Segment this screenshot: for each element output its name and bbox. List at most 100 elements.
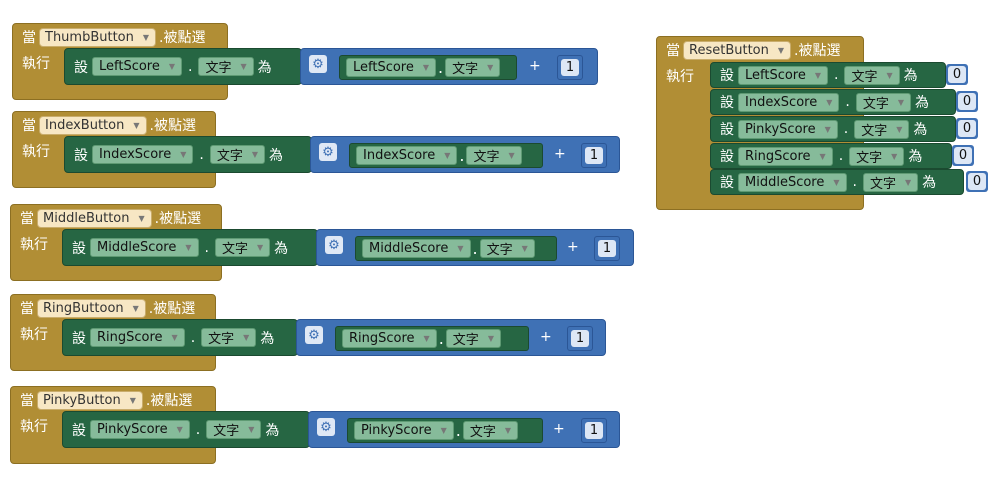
property-dropdown[interactable]: 文字▼ — [445, 329, 501, 348]
target-dropdown[interactable]: MiddleScore▼ — [738, 172, 847, 192]
set-block[interactable]: 設 IndexScore▼ . 文字▼ 為 — [710, 89, 956, 115]
target-dropdown[interactable]: PinkyScore▼ — [738, 119, 838, 139]
property-dropdown[interactable]: 文字▼ — [844, 65, 900, 85]
set-block[interactable]: 設 MiddleScore▼ . 文字▼ 為 — [62, 229, 318, 266]
get-block[interactable]: IndexScore▼ . 文字▼ — [349, 143, 543, 168]
addition-block[interactable]: ⚙ IndexScore▼ . 文字▼ + 1 — [310, 136, 620, 173]
to-label: 為 — [265, 422, 280, 439]
target-dropdown[interactable]: IndexScore▼ — [738, 92, 840, 112]
set-block[interactable]: 設 MiddleScore▼ . 文字▼ 為 — [710, 169, 964, 195]
dropdown-arrow-icon: ▼ — [129, 395, 136, 405]
number-block[interactable]: 1 — [581, 143, 607, 168]
addition-block[interactable]: ⚙ RingScore▼ . 文字▼ + 1 — [296, 319, 606, 356]
number-block[interactable]: 0 — [966, 171, 988, 192]
number-value[interactable]: 1 — [571, 330, 589, 347]
property-dropdown[interactable]: 文字▼ — [206, 420, 262, 439]
source-dropdown[interactable]: MiddleScore▼ — [362, 239, 471, 258]
number-block[interactable]: 1 — [581, 418, 607, 443]
component-name: MiddleButton — [43, 210, 130, 226]
number-value[interactable]: 0 — [968, 173, 986, 190]
gear-icon[interactable]: ⚙ — [305, 326, 323, 344]
get-block[interactable]: RingScore▼ . 文字▼ — [335, 326, 529, 351]
property-dropdown[interactable]: 文字▼ — [201, 328, 257, 347]
property-dropdown[interactable]: 文字▼ — [209, 145, 265, 164]
target-dropdown[interactable]: PinkyScore▼ — [90, 420, 190, 439]
component-dropdown[interactable]: RingButtoon▼ — [37, 298, 146, 318]
number-value[interactable]: 0 — [948, 66, 966, 83]
set-block[interactable]: 設 LeftScore▼ . 文字▼ 為 — [64, 48, 302, 85]
property-dropdown[interactable]: 文字▼ — [445, 58, 501, 77]
addition-block[interactable]: ⚙ PinkyScore▼ . 文字▼ + 1 — [308, 411, 620, 448]
number-block[interactable]: 0 — [956, 118, 978, 139]
number-value[interactable]: 0 — [958, 120, 976, 137]
event-header: 當 ThumbButton▼ .被點選 — [22, 26, 206, 48]
property-dropdown[interactable]: 文字▼ — [849, 146, 905, 166]
gear-icon[interactable]: ⚙ — [317, 418, 335, 436]
number-block[interactable]: 0 — [956, 91, 978, 112]
property-name: 文字 — [869, 176, 896, 192]
target-dropdown[interactable]: RingScore▼ — [90, 328, 185, 347]
component-dropdown[interactable]: PinkyButton▼ — [37, 390, 143, 410]
property-dropdown[interactable]: 文字▼ — [462, 421, 518, 440]
number-block[interactable]: 1 — [557, 55, 583, 80]
number-block[interactable]: 0 — [946, 64, 968, 85]
event-block-index[interactable]: 當 IndexButton▼ .被點選 執行 — [12, 111, 216, 188]
set-block[interactable]: 設 RingScore▼ . 文字▼ 為 — [710, 143, 952, 169]
get-block[interactable]: MiddleScore▼ . 文字▼ — [355, 236, 557, 261]
addition-block[interactable]: ⚙ MiddleScore▼ . 文字▼ + 1 — [316, 229, 634, 266]
number-value[interactable]: 0 — [958, 93, 976, 110]
number-block[interactable]: 0 — [952, 145, 974, 166]
component-dropdown[interactable]: ResetButton▼ — [683, 40, 792, 60]
set-block[interactable]: 設 LeftScore▼ . 文字▼ 為 — [710, 62, 946, 88]
target-name: PinkyScore — [745, 121, 816, 137]
do-label: 執行 — [666, 69, 694, 85]
number-value[interactable]: 1 — [585, 422, 603, 439]
to-label: 為 — [914, 95, 929, 111]
target-dropdown[interactable]: LeftScore▼ — [738, 65, 829, 85]
property-dropdown[interactable]: 文字▼ — [479, 239, 535, 258]
property-dropdown[interactable]: 文字▼ — [198, 57, 254, 76]
source-dropdown[interactable]: PinkyScore▼ — [354, 421, 454, 440]
source-dropdown[interactable]: RingScore▼ — [342, 329, 437, 348]
target-dropdown[interactable]: LeftScore▼ — [92, 57, 183, 76]
dot-label: . — [852, 174, 857, 190]
gear-icon[interactable]: ⚙ — [319, 143, 337, 161]
to-label: 為 — [257, 59, 272, 76]
dot-label: . — [472, 239, 478, 258]
property-name: 文字 — [861, 123, 888, 139]
component-name: RingButtoon — [43, 300, 124, 316]
number-value[interactable]: 1 — [585, 147, 603, 164]
number-value[interactable]: 1 — [598, 240, 616, 257]
gear-icon[interactable]: ⚙ — [325, 236, 343, 254]
number-value[interactable]: 1 — [561, 59, 579, 76]
property-dropdown[interactable]: 文字▼ — [862, 172, 919, 192]
get-block[interactable]: LeftScore▼ . 文字▼ — [339, 55, 517, 80]
property-dropdown[interactable]: 文字▼ — [854, 119, 910, 139]
source-dropdown[interactable]: LeftScore▼ — [346, 58, 437, 77]
target-dropdown[interactable]: IndexScore▼ — [92, 145, 194, 164]
dropdown-arrow-icon: ▼ — [826, 97, 833, 107]
to-label: 為 — [903, 68, 918, 84]
set-block[interactable]: 設 IndexScore▼ . 文字▼ 為 — [64, 136, 312, 173]
component-dropdown[interactable]: MiddleButton▼ — [37, 208, 152, 228]
property-dropdown[interactable]: 文字▼ — [855, 92, 911, 112]
target-dropdown[interactable]: MiddleScore▼ — [90, 238, 199, 257]
number-value[interactable]: 0 — [954, 147, 972, 164]
property-name: 文字 — [856, 150, 883, 166]
gear-icon[interactable]: ⚙ — [309, 55, 327, 73]
set-block[interactable]: 設 PinkyScore▼ . 文字▼ 為 — [710, 116, 956, 142]
set-block[interactable]: 設 RingScore▼ . 文字▼ 為 — [62, 319, 298, 356]
dot-label: . — [195, 421, 201, 438]
property-dropdown[interactable]: 文字▼ — [466, 146, 522, 165]
addition-block[interactable]: ⚙ LeftScore▼ . 文字▼ + 1 — [300, 48, 598, 85]
component-dropdown[interactable]: ThumbButton▼ — [39, 27, 157, 47]
get-block[interactable]: PinkyScore▼ . 文字▼ — [347, 418, 543, 443]
source-dropdown[interactable]: IndexScore▼ — [356, 146, 458, 165]
property-dropdown[interactable]: 文字▼ — [214, 238, 271, 257]
number-block[interactable]: 1 — [567, 326, 593, 351]
dropdown-arrow-icon: ▼ — [897, 97, 904, 107]
component-dropdown[interactable]: IndexButton▼ — [39, 115, 147, 135]
target-dropdown[interactable]: RingScore▼ — [738, 146, 833, 166]
number-block[interactable]: 1 — [594, 236, 620, 261]
set-block[interactable]: 設 PinkyScore▼ . 文字▼ 為 — [62, 411, 310, 448]
